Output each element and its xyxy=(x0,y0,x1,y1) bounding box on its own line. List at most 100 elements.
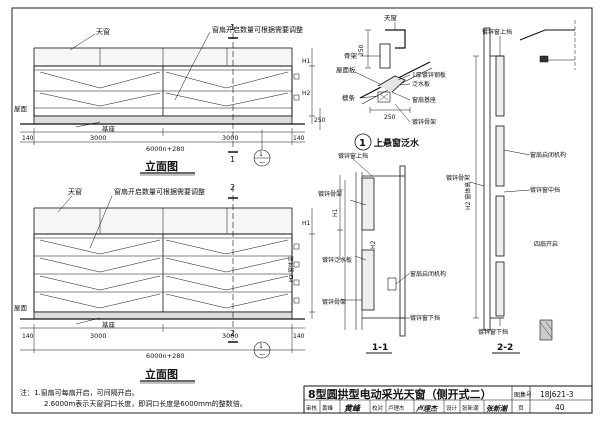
elev1-dim-250: 250 xyxy=(314,117,326,124)
elev1-hardware xyxy=(293,94,300,101)
s2-frame-post xyxy=(483,27,491,331)
s1-label-top: 镀锌窗上挡 xyxy=(338,152,368,160)
flash-label-frame-top: 镀锌骨架 xyxy=(412,118,436,126)
title-block-frame xyxy=(303,385,593,414)
s1-label-flashing: 镀锌泛水板 xyxy=(322,256,352,264)
flash-label-skylight: 天窗 xyxy=(384,13,397,22)
s2-caption: 2-2 xyxy=(497,343,513,353)
title-block-review-label: 审核 xyxy=(306,404,318,412)
elev2-section-ref-num: 1 xyxy=(259,343,263,350)
s2-sash-2 xyxy=(495,125,505,187)
elev1-leader xyxy=(174,69,191,101)
elev2-sash-open-mark xyxy=(39,257,161,273)
elev2-section-mark: 2 xyxy=(230,183,235,192)
elev1-section-mark: 1 xyxy=(230,23,235,32)
s2-label-four: 四扇开启 xyxy=(534,240,558,248)
elev2-sash-open-mark xyxy=(165,275,289,291)
elev2-leader xyxy=(89,195,113,249)
elev1-label-roof: 屋面 xyxy=(14,105,28,113)
title-block-atlas-no: 18J621-3 xyxy=(540,390,574,399)
flash-label-purlin: 檩条 xyxy=(342,93,356,102)
flash-leader xyxy=(397,74,411,81)
s1-caption: 1-1 xyxy=(372,343,388,353)
elev1-sash-open-mark xyxy=(165,71,289,89)
s1-label-mech: 窗扇启闭机构 xyxy=(410,270,446,278)
elev2-sash-open-mark xyxy=(39,275,161,291)
flash-label-plate: 1厚镀锌钢板 xyxy=(412,71,446,79)
s2-sash-3 xyxy=(495,195,505,257)
flash-leader xyxy=(391,91,411,101)
s2-label-mid: 镀锌窗中挡 xyxy=(530,186,560,194)
s2-leader xyxy=(503,189,531,193)
elev1-hardware xyxy=(293,73,300,80)
title-block-page-no: 40 xyxy=(555,403,565,412)
s2-dim-h2: H2 窗体高 xyxy=(464,182,472,210)
s1-sash-lower xyxy=(361,249,375,311)
title-block-review-name: 黄峰 xyxy=(322,404,334,412)
elev2-dim-h1: H1 xyxy=(302,220,311,227)
flash-label-roof-board: 屋面板 xyxy=(336,65,356,74)
s1-leader xyxy=(395,272,411,285)
s1-frame-post xyxy=(399,165,406,337)
title-block-atlas-label: 图集号 xyxy=(514,391,532,399)
elev2-dim-left: 3000 xyxy=(90,332,107,340)
s2-label-frame: 镀锌骨架 xyxy=(446,174,470,182)
elev1-leader xyxy=(189,31,211,71)
flash-flashing-plate xyxy=(377,75,406,93)
elev2-label-base: 基座 xyxy=(102,320,116,329)
s1-dim-h2: H2 xyxy=(370,240,377,249)
elev1-dim-right-edge: 140 xyxy=(293,135,305,142)
elev2-label-roof: 屋面 xyxy=(14,304,28,312)
elev2-hardware xyxy=(293,261,300,268)
elev1-dim-right: 3000 xyxy=(222,134,239,142)
title-block-check-label: 校对 xyxy=(372,404,384,412)
s1-leader xyxy=(354,255,367,261)
elev2-section-ref-sheet: — xyxy=(259,351,265,358)
section-2-2: 镀锌窗上挡 窗扇启闭机构 镀锌骨架 镀锌窗中挡 四扇开启 镀锌窗下挡 H2 窗体… xyxy=(446,20,576,354)
title-block-check-name: 卢理杰 xyxy=(388,404,405,412)
elev2-dim-right: 3000 xyxy=(222,332,239,340)
s1-dim-h1: H1 xyxy=(332,208,339,217)
elev1-section-ref-sheet: — xyxy=(259,159,265,166)
title-block: 8型圆拱型电动采光天窗（侧开式二） 图集号 18J621-3 页 40 审核 黄… xyxy=(303,385,593,414)
flash-frame-post xyxy=(379,43,391,69)
elev2-leader xyxy=(57,195,73,213)
s2-leader xyxy=(469,181,485,187)
flash-leader xyxy=(399,83,411,86)
s1-leader xyxy=(351,157,373,177)
elev2-sash-open-mark xyxy=(165,239,289,255)
elev2-dim-total: 6000n+280 xyxy=(146,352,185,360)
detail-flashing: 天窗 骨架 屋面板 檩条 1厚镀锌钢板 泛水板 窗扇基座 镀锌骨架 250 25… xyxy=(336,13,446,151)
elev2-sash-open-mark xyxy=(165,293,289,309)
elev1-leader xyxy=(75,121,101,128)
elev2-base xyxy=(33,311,293,320)
elev1-section-mark-bottom: 1 xyxy=(230,155,235,164)
elev1-label-base: 基座 xyxy=(102,124,116,133)
s2-sash-4 xyxy=(495,261,505,317)
s2-arch xyxy=(519,29,575,41)
s2-label-top: 镀锌窗上挡 xyxy=(482,28,512,36)
elev1-base xyxy=(33,115,293,125)
elev1-label-note: 窗扇开启数量可根据需要调整 xyxy=(212,25,303,34)
s2-wall-hatch xyxy=(539,321,553,339)
title-block-design-name: 张新潮 xyxy=(462,404,479,412)
elev1-caption: 立面图 xyxy=(145,159,178,173)
elev1-leader xyxy=(69,33,96,51)
flash-dim-250a: 250 xyxy=(358,44,365,56)
flash-label-flashing: 泛水板 xyxy=(412,80,430,88)
s2-leader xyxy=(503,149,531,156)
title-block-review-sign: 黄峰 xyxy=(344,404,361,413)
s2-wall-hatch xyxy=(545,321,553,331)
sheet-border xyxy=(11,7,593,414)
s2-label-bottom: 镀锌窗下挡 xyxy=(478,328,508,336)
s2-gutter xyxy=(539,55,549,63)
title-block-check-sign: 卢理杰 xyxy=(416,404,438,413)
elev1-sash-open-mark xyxy=(165,92,289,107)
elev2-label-skylight: 天窗 xyxy=(68,187,82,196)
flash-caption-num: 1 xyxy=(359,138,366,149)
title-block-design-sign: 张新潮 xyxy=(486,404,509,413)
elev1-dim-left: 3000 xyxy=(90,134,107,142)
s2-sash-1 xyxy=(495,55,505,117)
elev1-dim-h2: H2 xyxy=(302,90,311,97)
